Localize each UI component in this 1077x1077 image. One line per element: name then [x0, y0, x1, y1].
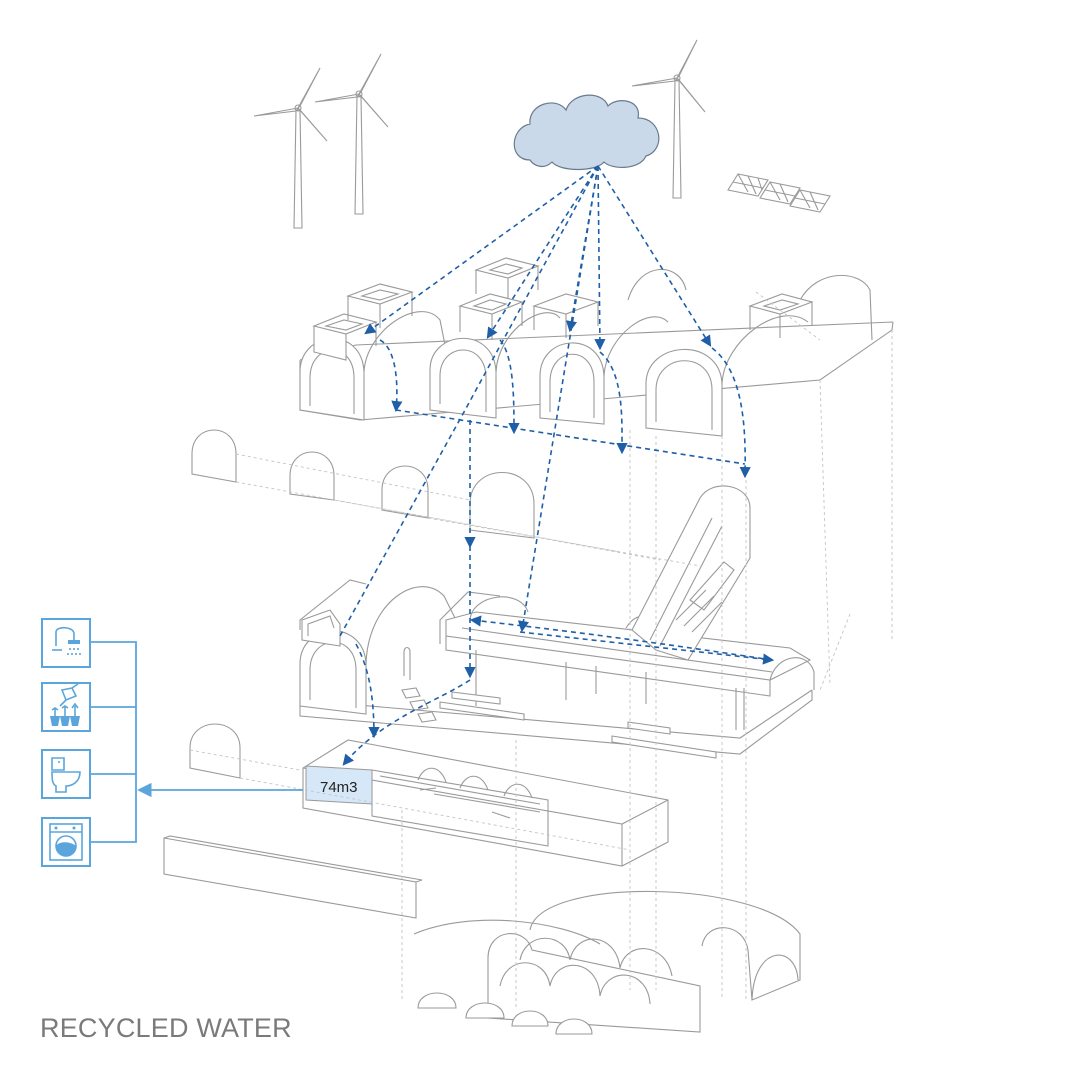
water-uses-connector [90, 641, 303, 843]
rainwater-flow [339, 165, 775, 766]
washing-machine-icon [41, 817, 91, 867]
wind-turbine-icon [253, 67, 328, 229]
toilet-icon [41, 749, 91, 799]
tank-capacity-label: 74m3 [320, 779, 358, 796]
roof-level [299, 257, 894, 437]
retaining-wall [163, 835, 423, 919]
watering-plants-icon [41, 682, 91, 732]
diagram-title: RECYCLED WATER [40, 1013, 292, 1043]
solar-panel-icon [727, 173, 831, 213]
foundation-vaults [413, 890, 801, 1035]
wind-turbine-icon [631, 39, 706, 199]
recycled-water-tank [305, 765, 373, 805]
rain-cloud [513, 94, 660, 171]
facade-arches [189, 429, 535, 779]
shower-icon [41, 618, 91, 668]
wind-turbine-icon [314, 53, 389, 215]
middle-level [299, 485, 815, 759]
projection-lines [189, 291, 893, 1010]
